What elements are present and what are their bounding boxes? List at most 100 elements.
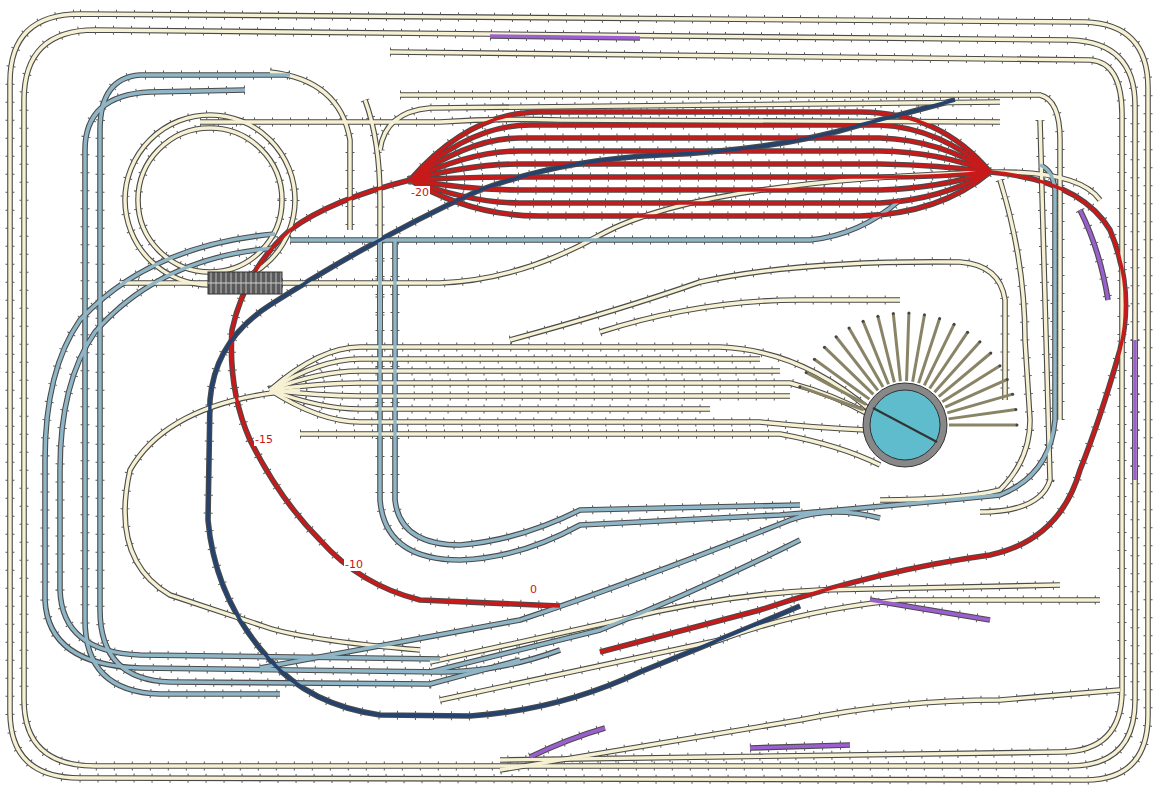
buffer-stop (989, 352, 992, 355)
rail-outline (270, 383, 870, 415)
rail-outline (395, 240, 800, 545)
track (85, 90, 280, 694)
buffer-stop (978, 340, 981, 343)
rail-outline (430, 540, 800, 672)
sleeper-marks (600, 300, 900, 332)
rail-outline (125, 390, 420, 650)
track (410, 172, 990, 180)
rail-outline (1132, 340, 1138, 480)
buffer-stop (966, 331, 969, 334)
sleeper-marks (410, 164, 990, 180)
track (270, 371, 780, 390)
buffer-stop (953, 323, 956, 326)
sleeper-marks (300, 434, 880, 465)
track (270, 359, 760, 390)
track (100, 75, 520, 684)
buffer-stop (823, 346, 826, 349)
track (500, 690, 1120, 770)
rail-outline (10, 14, 1148, 780)
sleeper-marks (510, 262, 1005, 400)
track (430, 540, 800, 672)
track (980, 120, 1050, 512)
rail-outline (410, 172, 990, 180)
bridge (208, 272, 282, 294)
tracks (10, 14, 1148, 780)
track (270, 383, 870, 415)
rail-outline (410, 164, 990, 180)
track (208, 100, 955, 716)
buffer-stop (862, 320, 865, 323)
sleepers (10, 14, 1148, 780)
track (410, 172, 990, 190)
sleeper-marks (270, 390, 790, 396)
track (260, 512, 880, 668)
turntable (798, 312, 1018, 467)
buffer-stop (938, 317, 941, 320)
track (120, 172, 1100, 283)
sleeper-marks (208, 100, 955, 716)
rail-outline (120, 172, 1100, 283)
rail-outline (300, 434, 880, 465)
buffer-stop (892, 312, 895, 315)
rail-outline (45, 234, 560, 672)
buffer-stop (876, 315, 879, 318)
stall-track (907, 313, 909, 381)
track (231, 180, 560, 606)
rail-outline (24, 30, 1135, 766)
sleeper-marks (270, 390, 866, 430)
rail-outline (60, 248, 440, 659)
sleeper-marks (530, 728, 605, 757)
sleeper-marks (395, 240, 800, 545)
buffer-stop (805, 371, 808, 374)
track (600, 300, 900, 332)
sleeper-marks (270, 383, 870, 415)
sleeper-marks (390, 52, 1122, 760)
rail-outline (208, 100, 955, 716)
buffer-stop (1016, 424, 1019, 427)
height-label: -20 (410, 186, 430, 199)
buffer-stop (998, 364, 1001, 367)
track (1080, 210, 1108, 300)
stall-track (945, 379, 1007, 407)
sleeper-marks (60, 248, 440, 659)
sleeper-marks (490, 36, 640, 38)
rail-outline (490, 36, 640, 38)
track (125, 390, 420, 650)
sleeper-marks (120, 172, 1100, 283)
sleeper-marks (410, 151, 990, 180)
track (290, 200, 900, 240)
track (395, 240, 800, 545)
sleeper-marks (410, 172, 990, 216)
rail-outline (600, 300, 900, 332)
sleeper-marks (125, 390, 420, 650)
track (1133, 340, 1136, 480)
rail-outline (100, 75, 520, 684)
bridge-track (208, 283, 282, 284)
buffer-stop (848, 327, 851, 330)
track (270, 390, 710, 409)
sleeper-marks (10, 14, 1148, 780)
sleeper-marks (980, 120, 1050, 512)
height-label: -15 (254, 433, 274, 446)
sleeper-marks (270, 390, 710, 409)
turntable-deck (870, 390, 940, 460)
rail-outline (380, 165, 1055, 560)
track (270, 347, 870, 410)
buffer-stop (1006, 378, 1009, 381)
rail-outline (530, 728, 605, 757)
track (270, 390, 866, 430)
track (270, 390, 790, 396)
track (300, 434, 880, 465)
stall-track (878, 316, 894, 382)
sleeper-marks (750, 745, 850, 748)
track (380, 165, 1055, 560)
sleeper-marks (870, 600, 990, 620)
stall-track (893, 314, 900, 382)
height-label: 0 (529, 583, 538, 596)
track (600, 172, 1126, 652)
turntable-pit (863, 383, 947, 467)
height-label: -10 (344, 558, 364, 571)
buffer-stop (923, 313, 926, 316)
sleeper-marks (100, 75, 520, 684)
